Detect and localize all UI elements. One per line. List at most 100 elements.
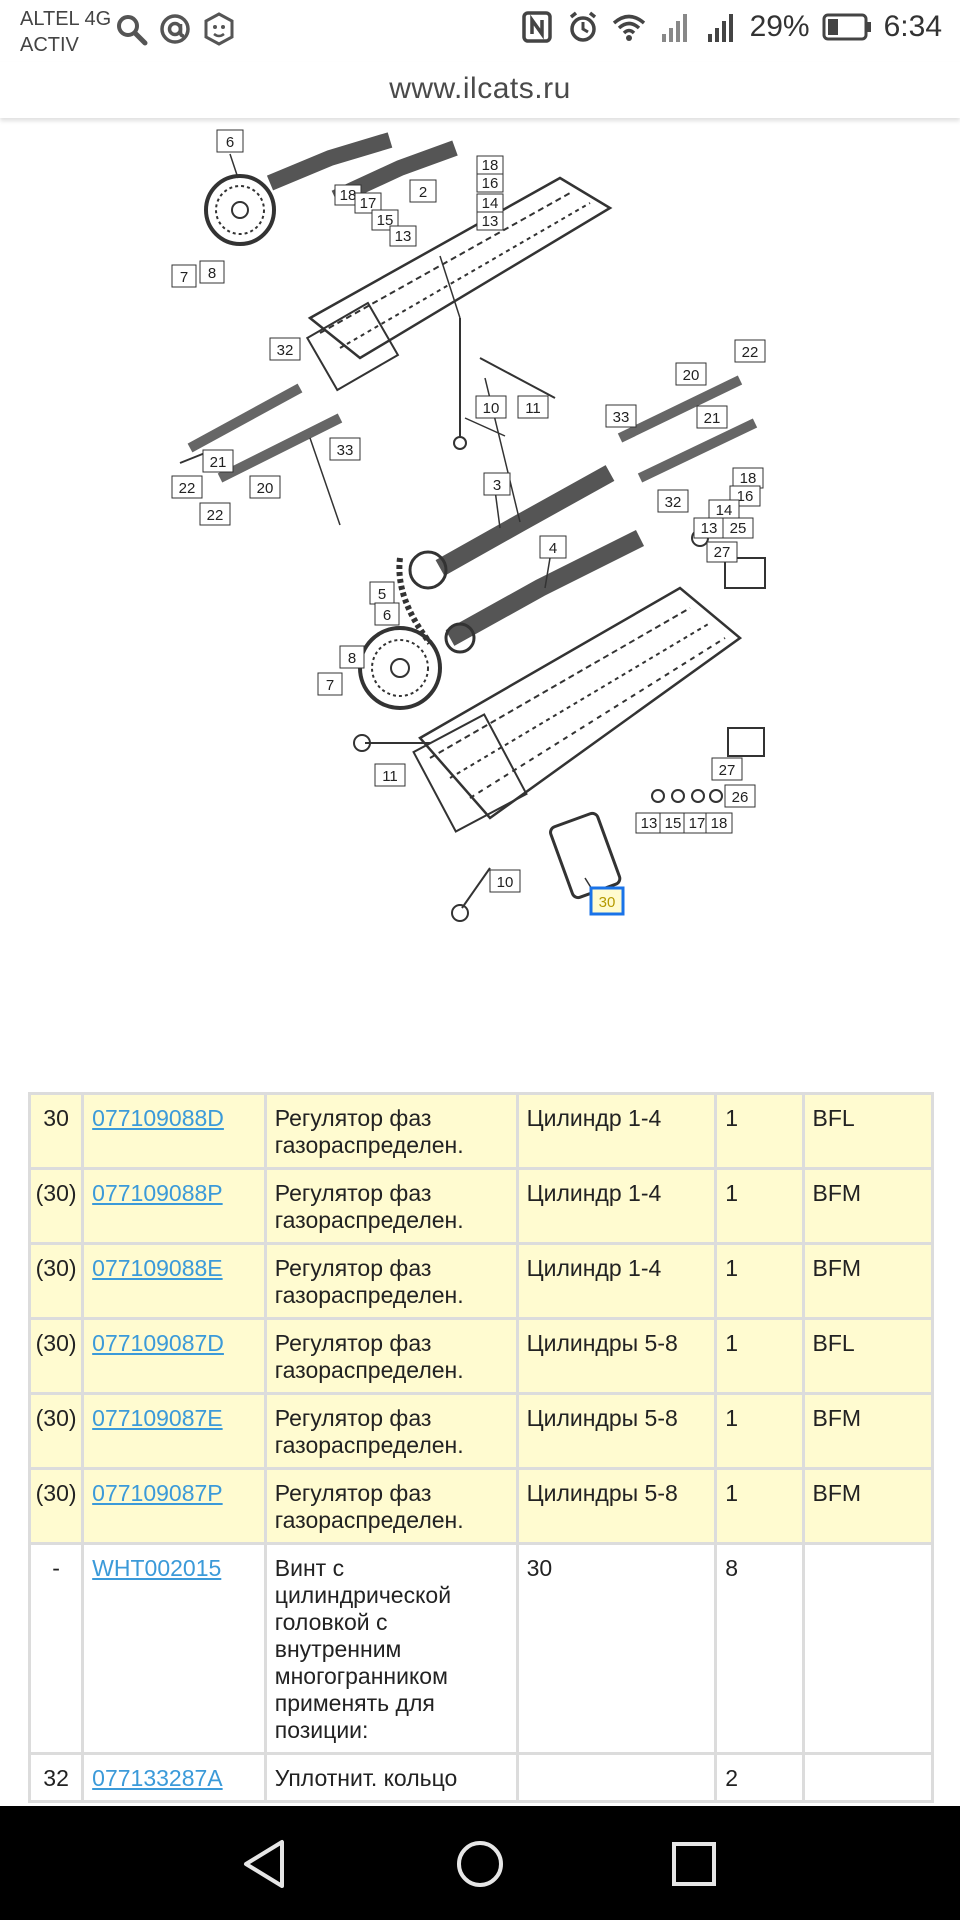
callout-30-selected[interactable]: 30	[589, 886, 625, 916]
callout-18a: 18	[476, 155, 504, 175]
table-row[interactable]: (30) 077109087D Регулятор фаз газораспре…	[28, 1317, 934, 1395]
at-icon	[160, 14, 190, 44]
carrier-line-2: ACTIV	[20, 34, 79, 56]
callout-18c: 18	[732, 467, 764, 489]
callout-14b: 14	[708, 499, 740, 521]
part-number-link[interactable]: 077109088P	[92, 1180, 223, 1206]
quantity-cell: 2	[714, 1752, 805, 1803]
table-row[interactable]: 32 077133287A Уплотнит. кольцо 2	[28, 1752, 934, 1803]
svg-text:22: 22	[742, 344, 759, 361]
svg-text:2: 2	[419, 184, 427, 201]
part-number-link[interactable]: 077109087D	[92, 1330, 224, 1356]
callout-16a: 16	[476, 173, 504, 193]
svg-text:13: 13	[701, 520, 718, 537]
svg-text:8: 8	[348, 650, 356, 667]
part-number-link[interactable]: 077109087E	[92, 1405, 223, 1431]
note-cell: Цилиндры 5-8	[515, 1317, 718, 1395]
part-number-link[interactable]: WHT002015	[92, 1555, 222, 1581]
table-row[interactable]: (30) 077109088E Регулятор фаз газораспре…	[28, 1242, 934, 1320]
model-cell: BFM	[801, 1467, 934, 1545]
svg-text:32: 32	[277, 342, 294, 359]
svg-text:18: 18	[740, 470, 757, 487]
callout-13a: 13	[476, 211, 504, 231]
status-bar: ALTEL 4G ACTIV	[0, 0, 960, 62]
part-number-link[interactable]: 077109087P	[92, 1480, 223, 1506]
svg-text:13: 13	[641, 815, 658, 832]
table-row[interactable]: (30) 077109087P Регулятор фаз газораспре…	[28, 1467, 934, 1545]
svg-text:15: 15	[377, 212, 394, 229]
svg-text:22: 22	[207, 507, 224, 524]
svg-text:22: 22	[179, 480, 196, 497]
callout-27a: 27	[706, 541, 738, 563]
callout-6b: 6	[374, 602, 400, 626]
quantity-cell: 1	[714, 1242, 805, 1320]
svg-text:11: 11	[382, 768, 398, 785]
svg-text:17: 17	[360, 195, 377, 212]
svg-text:10: 10	[497, 874, 514, 891]
table-row[interactable]: (30) 077109087E Регулятор фаз газораспре…	[28, 1392, 934, 1470]
model-cell: BFL	[801, 1092, 934, 1170]
note-cell	[515, 1752, 718, 1803]
svg-text:7: 7	[326, 677, 334, 694]
callout-13d: 13	[635, 812, 663, 834]
part-number-link[interactable]: 077109088D	[92, 1105, 224, 1131]
position-cell: (30)	[28, 1317, 85, 1395]
callout-8a: 8	[199, 260, 225, 284]
svg-text:13: 13	[482, 213, 499, 230]
search-icon	[117, 15, 148, 46]
note-cell: Цилиндры 5-8	[515, 1467, 718, 1545]
signal-icon	[661, 14, 687, 42]
browser-url-bar[interactable]: www.ilcats.ru	[0, 62, 960, 118]
callout-2: 2	[409, 179, 437, 203]
home-icon[interactable]	[452, 1836, 508, 1892]
table-row[interactable]: (30) 077109088P Регулятор фаз газораспре…	[28, 1167, 934, 1245]
callout-17a: 17	[354, 192, 382, 214]
quantity-cell: 1	[714, 1092, 805, 1170]
callout-22a: 22	[171, 475, 203, 499]
svg-text:3: 3	[493, 477, 501, 494]
carrier-line-1: ALTEL 4G	[20, 8, 112, 30]
nfc-icon	[521, 11, 552, 43]
navigation-bar	[0, 1806, 960, 1920]
callout-13b: 13	[389, 225, 417, 247]
svg-text:8: 8	[208, 265, 216, 282]
model-cell: BFM	[801, 1167, 934, 1245]
part-name-cell: Регулятор фаз газораспределен.	[263, 1317, 519, 1395]
callout-8b: 8	[339, 645, 365, 669]
quantity-cell: 1	[714, 1317, 805, 1395]
position-cell: 30	[28, 1092, 85, 1170]
svg-text:15: 15	[665, 815, 682, 832]
part-number-link[interactable]: 077133287A	[92, 1765, 223, 1791]
signal-icon	[707, 14, 733, 42]
system-icons: 29% 6:34	[520, 10, 942, 44]
callout-10b: 10	[489, 869, 521, 893]
svg-text:16: 16	[737, 488, 754, 505]
wifi-icon	[612, 14, 645, 41]
svg-text:18: 18	[340, 187, 357, 204]
battery-icon	[822, 13, 871, 41]
svg-text:33: 33	[613, 409, 630, 426]
svg-text:33: 33	[337, 442, 354, 459]
svg-text:11: 11	[525, 400, 541, 417]
svg-text:25: 25	[730, 520, 747, 537]
back-icon[interactable]	[238, 1836, 294, 1892]
position-cell: (30)	[28, 1467, 85, 1545]
position-cell: (30)	[28, 1392, 85, 1470]
svg-text:14: 14	[716, 502, 733, 519]
alarm-icon	[569, 11, 596, 42]
svg-text:18: 18	[482, 157, 499, 174]
table-row[interactable]: - WHT002015 Винт с цилиндрической головк…	[28, 1542, 934, 1755]
position-cell: (30)	[28, 1242, 85, 1320]
callout-4: 4	[539, 535, 567, 559]
part-number-link[interactable]: 077109088E	[92, 1255, 223, 1281]
callout-20b: 20	[675, 362, 707, 386]
callout-21b: 21	[696, 405, 728, 429]
parts-diagram: 6 18 16 2 18 17 14 15 13 13 7 8 32 10 11…	[171, 129, 766, 922]
recents-icon[interactable]	[666, 1836, 722, 1892]
callout-20a: 20	[249, 475, 281, 499]
parts-table: 30 077109088D Регулятор фаз газораспреде…	[28, 1092, 934, 1806]
table-row[interactable]: 30 077109088D Регулятор фаз газораспреде…	[28, 1092, 934, 1170]
url-text[interactable]: www.ilcats.ru	[389, 72, 571, 105]
callout-33a: 33	[329, 437, 361, 461]
quantity-cell: 1	[714, 1392, 805, 1470]
